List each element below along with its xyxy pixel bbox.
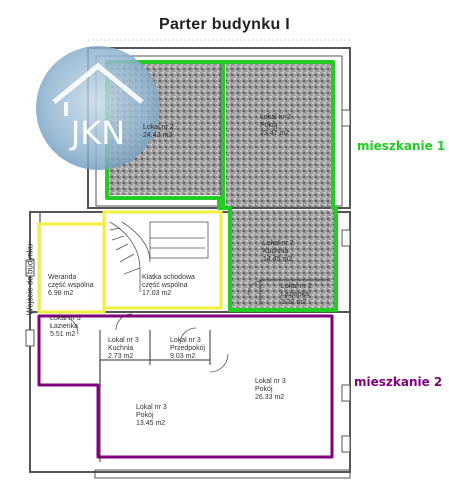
textured-rooms — [108, 63, 335, 308]
windows — [25, 109, 351, 453]
svg-text:JKN: JKN — [69, 114, 125, 152]
apartment-2-outline — [37, 314, 334, 459]
entrance-label: Wejście do budynku — [25, 243, 35, 316]
page-title: Parter budynku I — [158, 16, 291, 33]
apartment-1-label: mieszkanie 1 — [357, 139, 446, 153]
staircase — [109, 221, 209, 292]
door-swings — [59, 280, 263, 373]
apartment-2-label: mieszkanie 2 — [354, 375, 443, 389]
apartment-1-outline — [105, 60, 338, 312]
jkn-logo: JKN — [36, 46, 160, 170]
common-area-outline — [37, 210, 223, 314]
